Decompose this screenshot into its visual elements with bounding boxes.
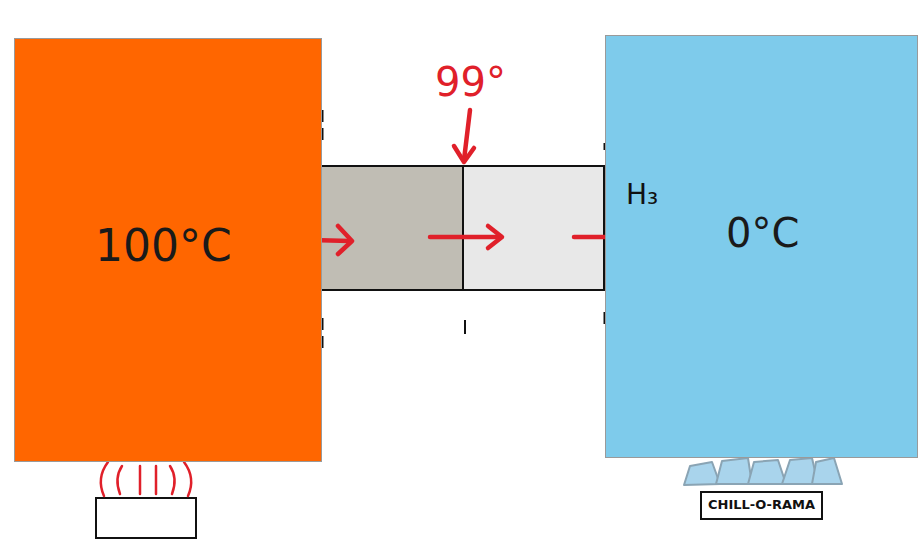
bar-left-segment xyxy=(315,166,463,290)
temperature-label: 0°C xyxy=(726,211,799,255)
chiller-box: CHILL-O-RAMA xyxy=(700,491,823,520)
temperature-label: 100°C xyxy=(95,222,232,270)
tick-mark xyxy=(464,320,466,334)
temperature-callout: 99° xyxy=(435,60,506,104)
cold-reservoir: 0°C xyxy=(605,35,918,458)
heater-box xyxy=(96,498,196,538)
edge-dashes xyxy=(322,110,605,348)
heater-flames xyxy=(101,462,191,496)
heat-symbol: H₃ xyxy=(626,180,658,211)
hot-reservoir: 100°C xyxy=(14,38,322,462)
bar-right-segment xyxy=(463,166,604,290)
bar-panel xyxy=(308,150,622,312)
heat-flow-arrows xyxy=(272,110,630,254)
ice-cubes xyxy=(684,458,842,485)
brand-label: CHILL-O-RAMA xyxy=(708,498,815,512)
